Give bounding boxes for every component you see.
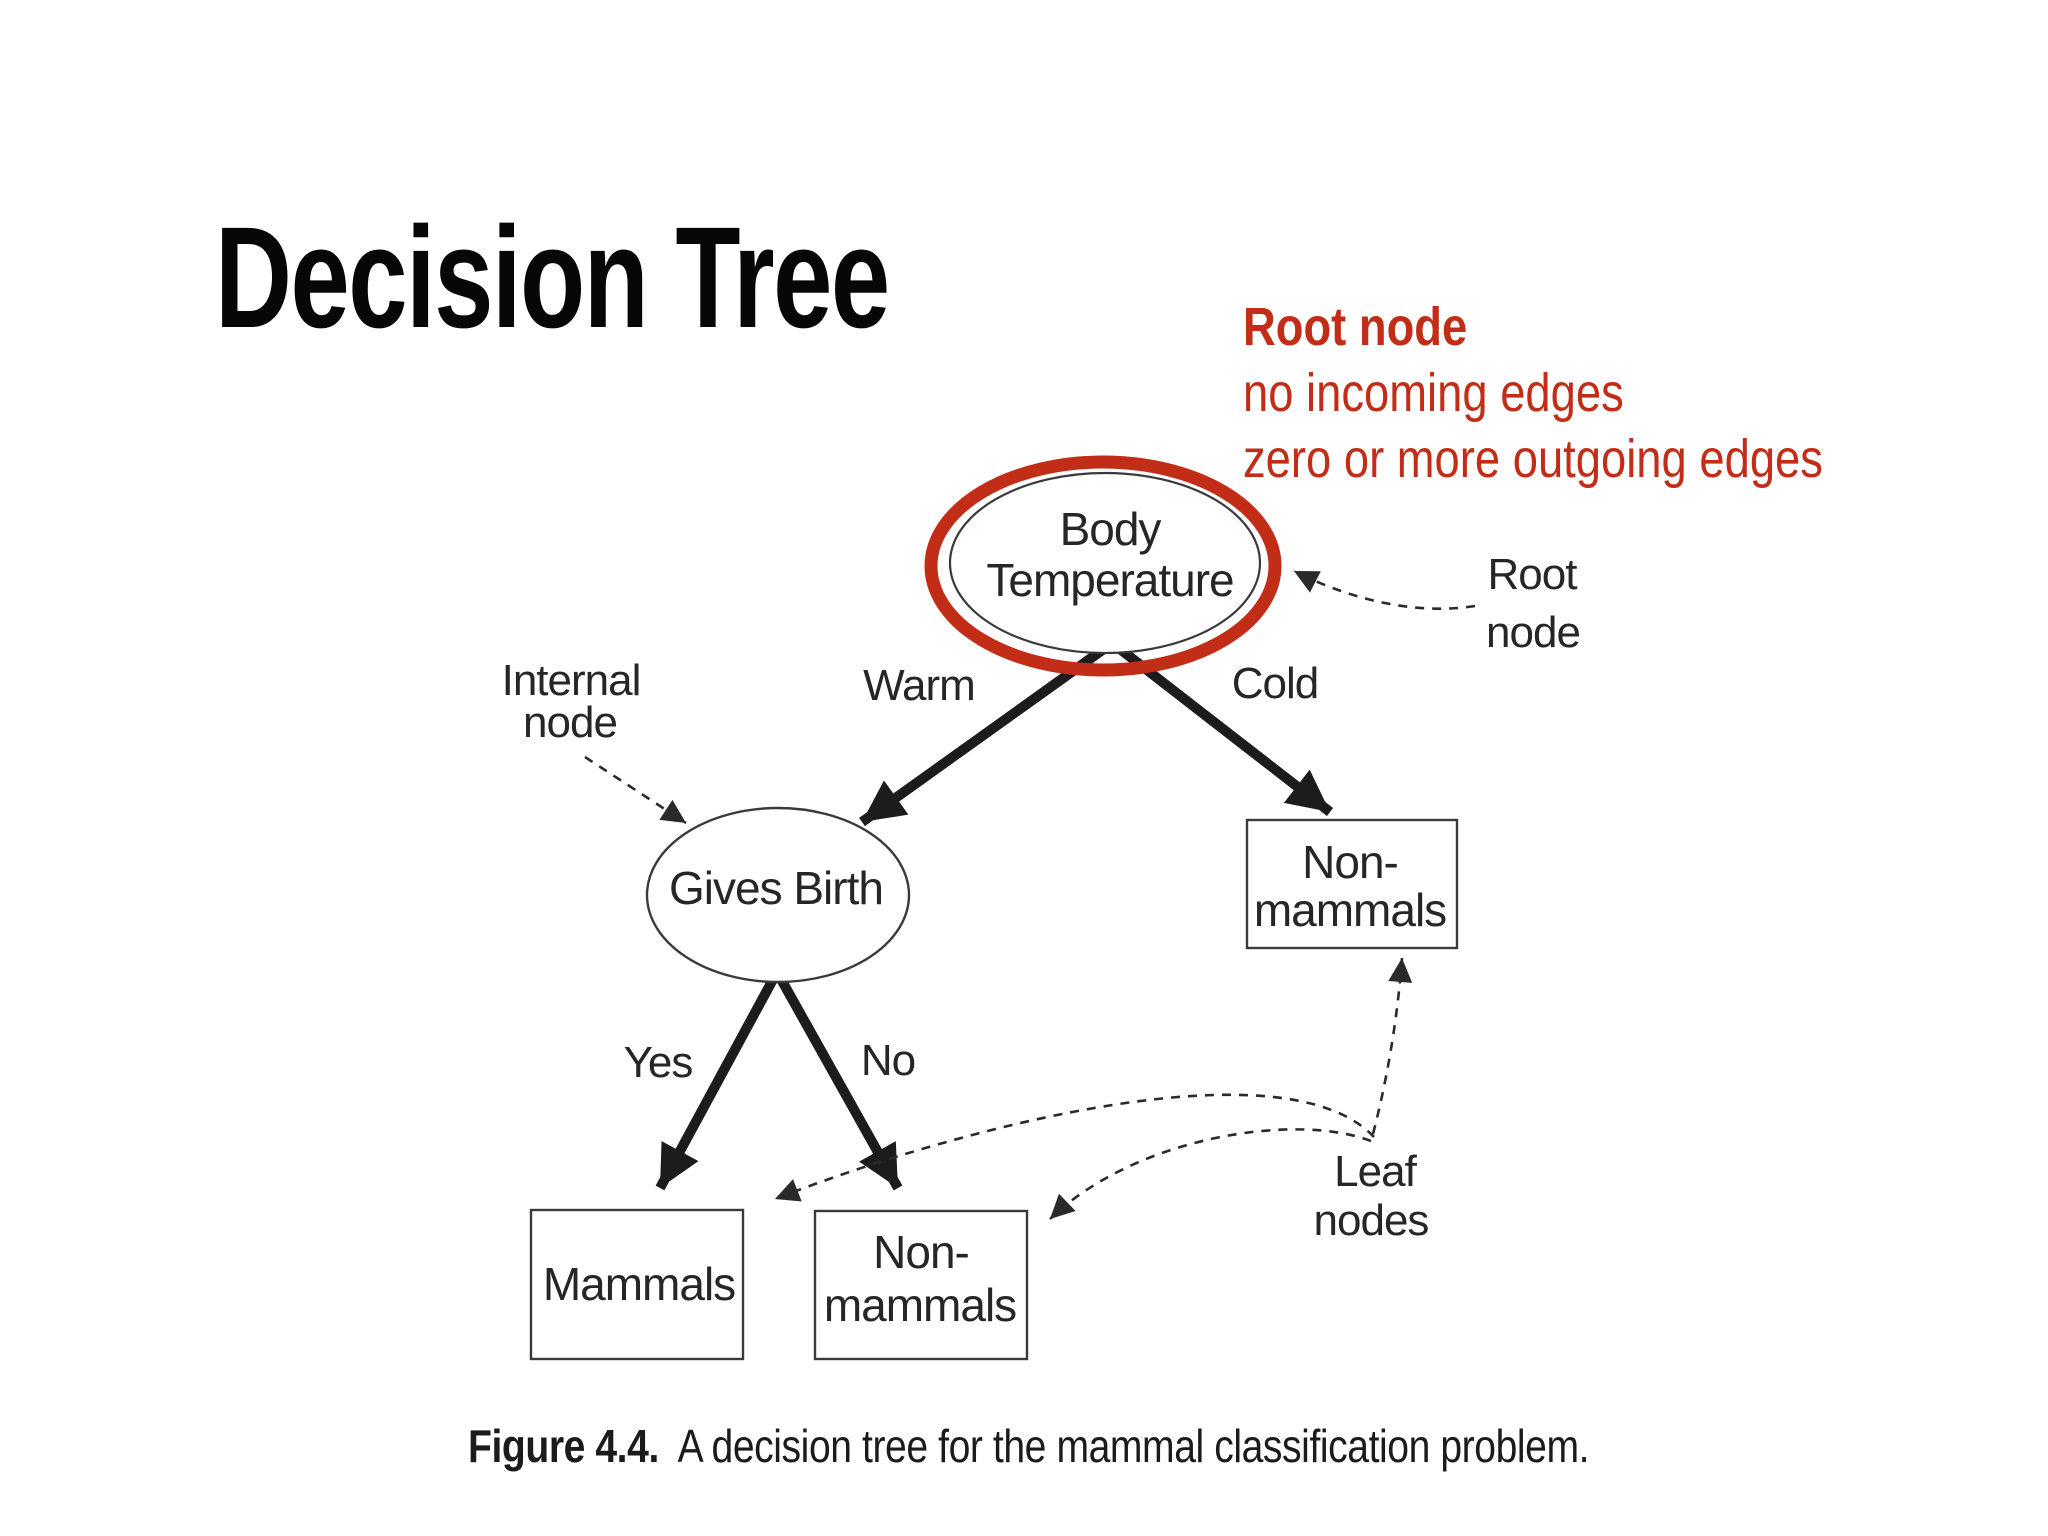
internal-node-pointer-arrow	[584, 755, 687, 825]
leaf-nodes-label-line1: Leaf	[1334, 1147, 1417, 1196]
gives-birth-label: Gives Birth	[669, 862, 883, 914]
leaf-nodes-label-line2: nodes	[1314, 1196, 1429, 1245]
edge-cold	[1112, 642, 1334, 816]
edge-label-no: No	[861, 1036, 915, 1085]
leaf-pointer-arrow-non-mammals-bottom	[1049, 1128, 1372, 1220]
figure-caption: Figure 4.4. A decision tree for the mamma…	[468, 1420, 1590, 1472]
mammals-label: Mammals	[543, 1258, 735, 1310]
annotation-line-2: zero or more outgoing edges	[1243, 429, 1823, 489]
root-node-pointer-arrow	[1293, 569, 1476, 610]
leaf-pointer-arrow-non-mammals-right	[1371, 957, 1413, 1135]
non-mammals-bottom-line2: mammals	[824, 1279, 1016, 1331]
non-mammals-right-line2: mammals	[1254, 884, 1446, 936]
edge-no	[772, 969, 903, 1191]
non-mammals-box-bottom	[813, 1209, 1029, 1361]
annotation-line-1: no incoming edges	[1243, 363, 1624, 423]
root-node-ellipse	[948, 471, 1262, 655]
edge-label-yes: Yes	[624, 1038, 693, 1087]
root-node-red-highlight	[924, 455, 1282, 677]
edge-yes	[655, 969, 782, 1191]
figure-caption-number: Figure 4.4.	[468, 1420, 659, 1472]
figure-caption-text: A decision tree for the mammal classific…	[677, 1420, 1590, 1472]
internal-node-label-line1: Internal	[502, 656, 641, 705]
non-mammals-box-right	[1245, 818, 1459, 950]
root-node-pointer-label-line2: node	[1486, 608, 1580, 657]
internal-node-label-line2: node	[523, 698, 617, 747]
edge-warm	[859, 641, 1111, 827]
root-node-pointer-label-line1: Root	[1488, 550, 1578, 599]
annotation-heading: Root node	[1243, 297, 1468, 357]
non-mammals-bottom-line1: Non-	[873, 1226, 969, 1278]
edge-label-warm: Warm	[863, 661, 975, 710]
gives-birth-ellipse	[645, 806, 911, 984]
root-node-annotation: Root node no incoming edges zero or more…	[1243, 294, 1823, 492]
root-node-label-line2: Temperature	[986, 554, 1233, 606]
mammals-box	[529, 1208, 745, 1361]
leaf-pointer-arrow-mammals	[774, 1093, 1375, 1202]
root-node-label-line1: Body	[1060, 503, 1162, 555]
non-mammals-right-line1: Non-	[1302, 836, 1398, 888]
slide-title: Decision Tree	[215, 197, 890, 358]
edge-label-cold: Cold	[1232, 659, 1319, 708]
